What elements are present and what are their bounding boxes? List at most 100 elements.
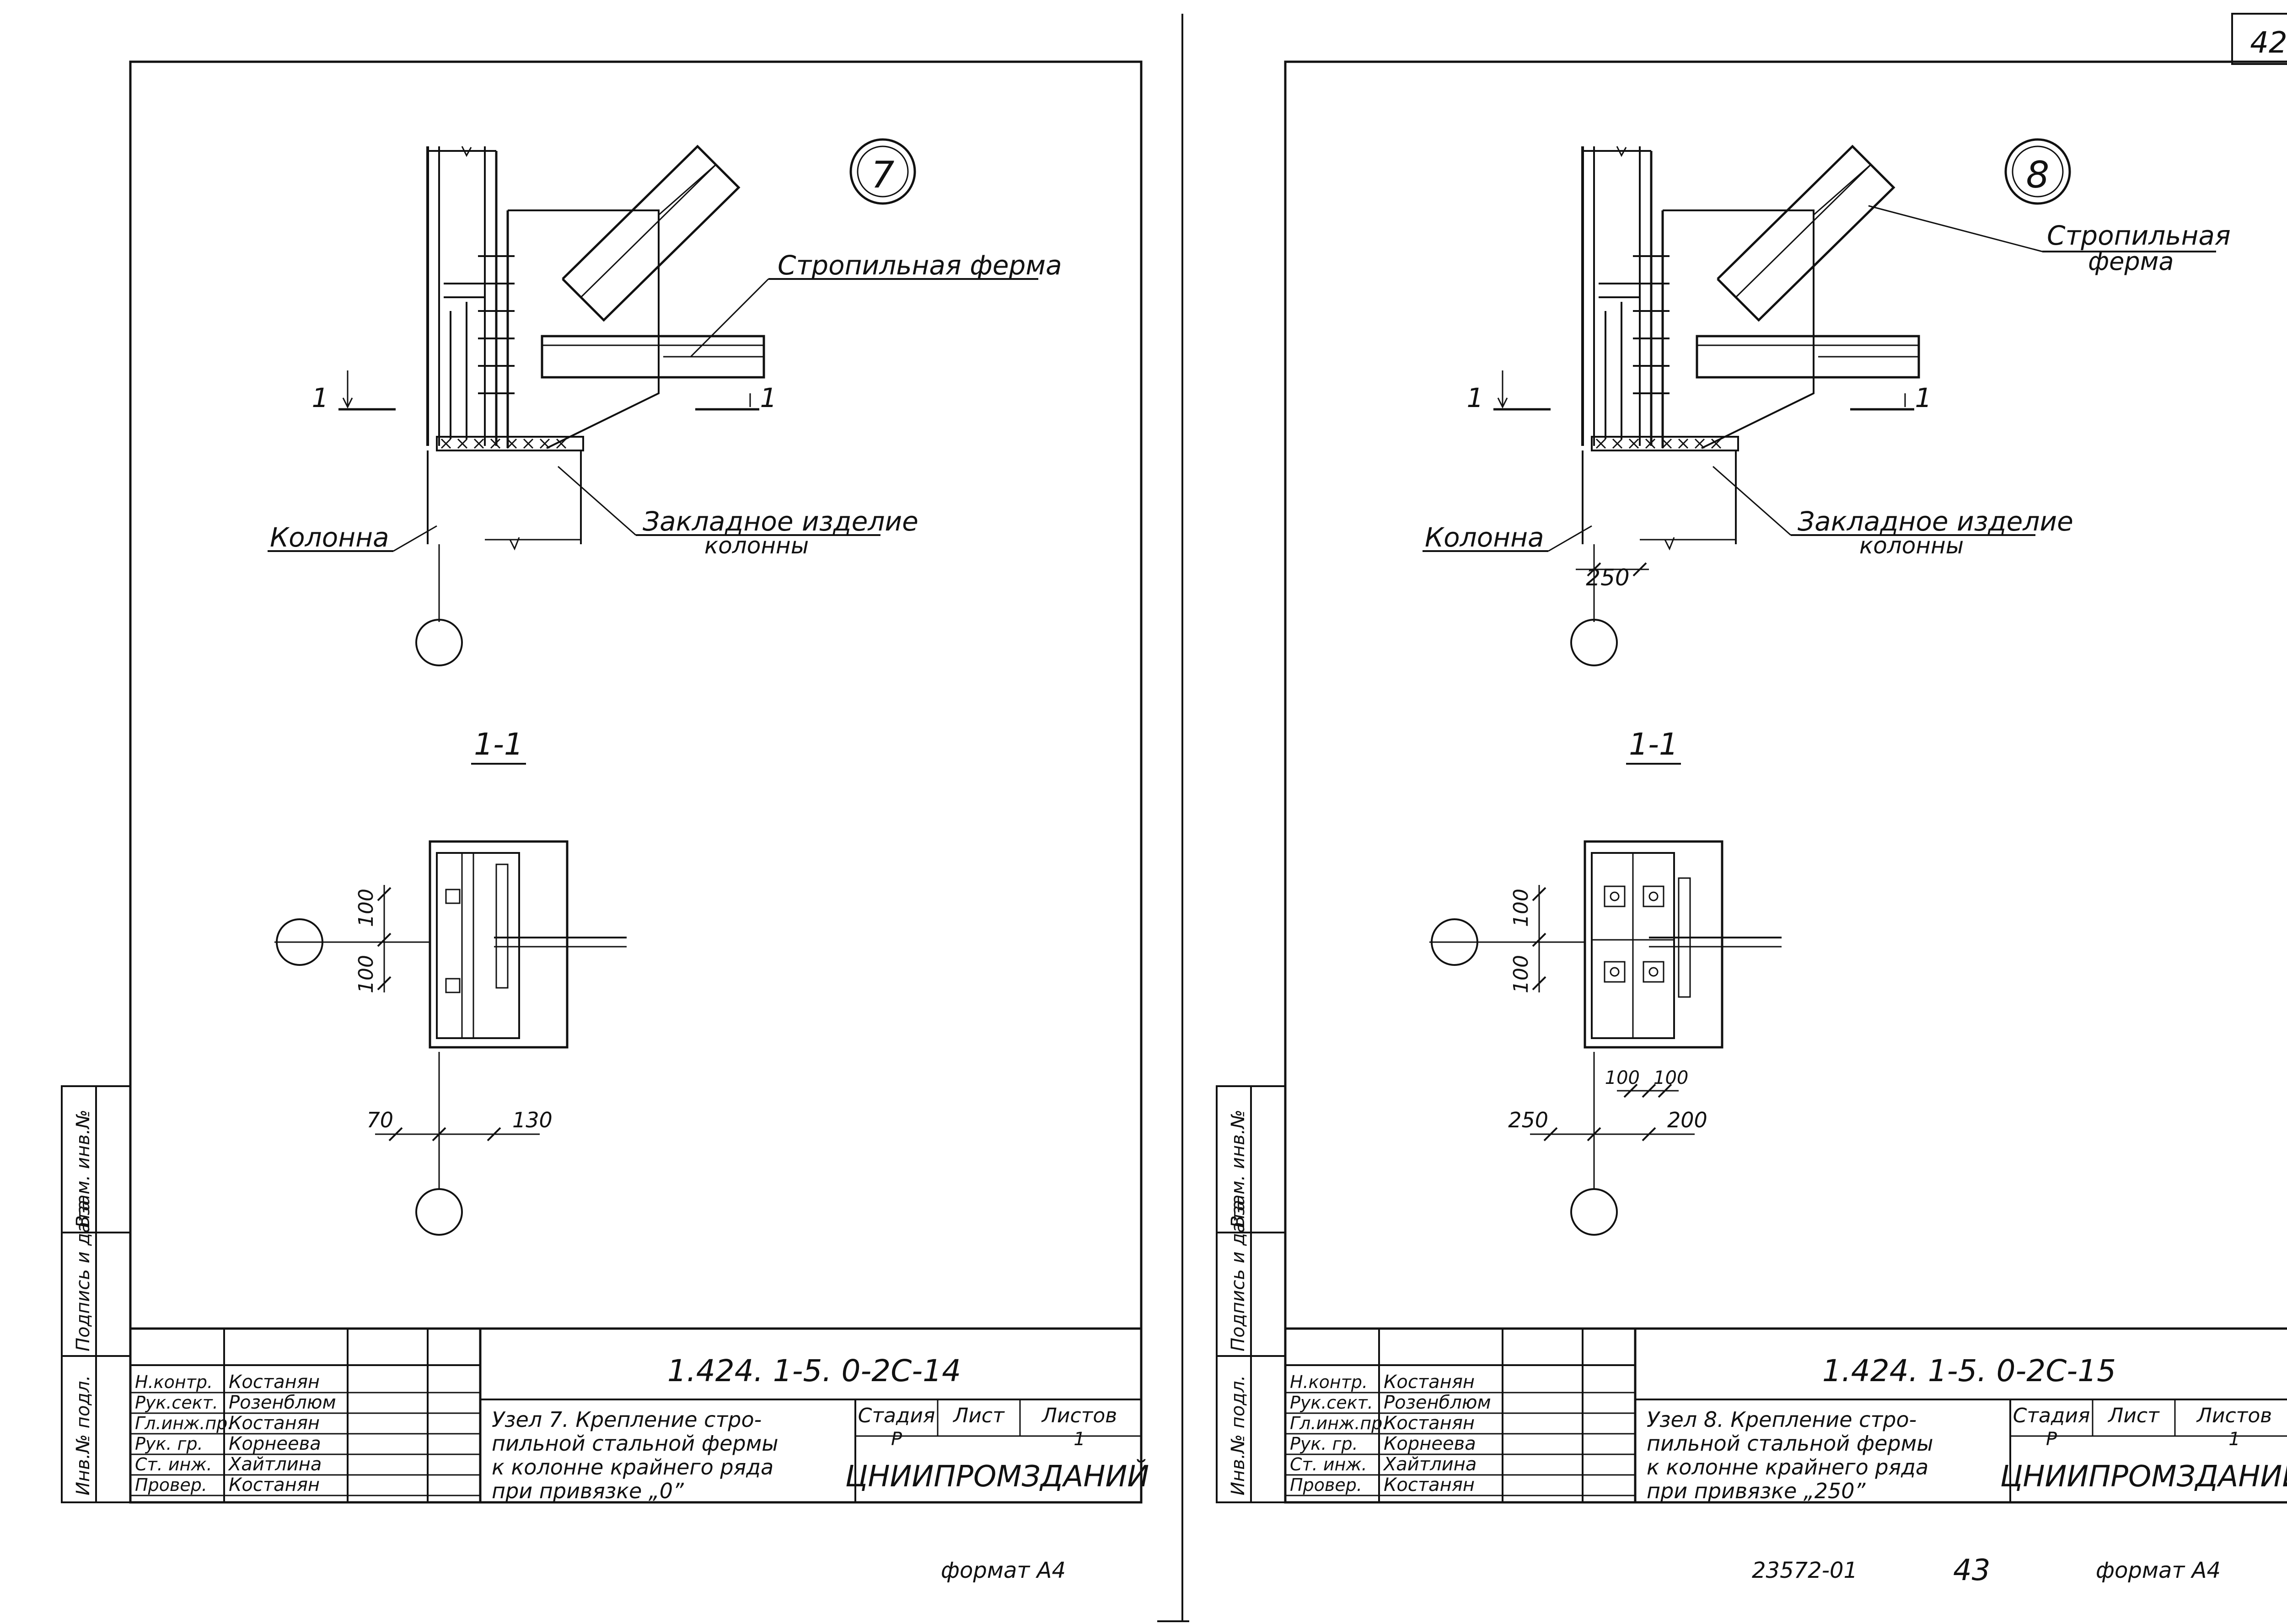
plan-bolt xyxy=(1604,961,1626,983)
dimension-tick xyxy=(377,933,392,947)
stamp-inv-no: Инв.№ подл. xyxy=(1228,1375,1249,1495)
plan-bolt xyxy=(445,889,461,904)
axis-bubble xyxy=(276,918,323,966)
weld-x xyxy=(490,438,501,449)
name-label: Хайтлина xyxy=(1383,1454,1476,1475)
axis-bubble xyxy=(415,619,463,666)
title-line: Узел 7. Крепление стро- xyxy=(492,1407,762,1432)
node-number: 7 xyxy=(871,154,895,196)
dimension-tick xyxy=(1658,1083,1672,1098)
role-label: Рук.сект. xyxy=(1290,1393,1373,1413)
role-label: Рук. гр. xyxy=(135,1434,203,1454)
section-arrow-head xyxy=(342,397,353,409)
diagonal-centre xyxy=(1735,164,1872,298)
gusset-outline xyxy=(1663,209,1815,449)
sheet-header: Лист xyxy=(952,1404,1005,1427)
plan-bolt-hole xyxy=(1648,891,1659,901)
diagonal-member xyxy=(562,145,741,322)
diagonal-centre xyxy=(580,164,717,298)
name-label: Костанян xyxy=(1384,1372,1475,1393)
name-label: Розенблюм xyxy=(229,1392,336,1413)
break-mark xyxy=(509,537,520,551)
weld-x xyxy=(1595,438,1606,449)
node-circle-inner xyxy=(2012,145,2064,198)
role-label: Ст. инж. xyxy=(135,1454,212,1474)
role-label: Гл.инж.пр. xyxy=(1290,1413,1388,1433)
dimension-tick xyxy=(1642,1127,1656,1142)
role-label: Рук.сект. xyxy=(135,1393,218,1413)
break-mark xyxy=(1616,146,1627,157)
dim-inner-left: 100 xyxy=(1605,1067,1640,1088)
stamp-replace-inv: Взам. инв.№ xyxy=(73,1109,94,1228)
stamp-signature-date: Подпись и дата xyxy=(73,1200,94,1351)
format-label: формат А4 xyxy=(2096,1558,2221,1583)
dimension-tick xyxy=(1642,1083,1656,1098)
axis-bubble xyxy=(1570,619,1618,666)
name-label: Корнеева xyxy=(229,1433,321,1454)
rafter-truss-label: Стропильная ферма xyxy=(778,250,1062,281)
plan-bolt-hole xyxy=(1610,891,1620,901)
stage-header: Стадия xyxy=(2013,1404,2090,1427)
title-block: 1.424. 1-5. 0-2С-14Н.контр.КостанянРук.с… xyxy=(129,1327,1149,1504)
axis-bubble xyxy=(1570,1188,1618,1236)
organization: ЦНИИПРОМЗДАНИЙ xyxy=(2000,1459,2287,1494)
sheets-value: 1 xyxy=(2228,1429,2240,1450)
plan-bolt-hole xyxy=(1648,967,1659,977)
sheets-value: 1 xyxy=(1074,1429,1085,1450)
dim-100-bottom: 100 xyxy=(1509,955,1533,993)
role-label: Провер. xyxy=(1290,1475,1362,1495)
title-line: при привязке „250” xyxy=(1647,1479,1866,1503)
section-arrow-head xyxy=(1497,397,1508,409)
name-label: Костанян xyxy=(229,1372,320,1393)
plan-web xyxy=(495,863,509,989)
title-line: пильной стальной фермы xyxy=(1647,1431,1933,1456)
axis-bubble xyxy=(1431,918,1478,966)
node-circle xyxy=(849,138,916,205)
leader xyxy=(393,525,437,552)
title-line: пильной стальной фермы xyxy=(492,1431,778,1456)
dimension-tick xyxy=(377,887,392,901)
diagonal-axis xyxy=(1813,164,1871,216)
leader xyxy=(690,278,769,358)
role-label: Н.контр. xyxy=(1290,1372,1368,1392)
stage-value: Р xyxy=(2046,1429,2057,1450)
role-label: Рук. гр. xyxy=(1290,1434,1358,1454)
weld-x xyxy=(1694,438,1705,449)
base-plate xyxy=(1591,436,1739,451)
title-line: к колонне крайнего ряда xyxy=(492,1455,773,1479)
weld-x xyxy=(506,438,517,449)
plan-bolt xyxy=(445,978,461,993)
column-label: Колонна xyxy=(270,522,389,553)
node-circle xyxy=(2004,138,2071,205)
format-label: формат А4 xyxy=(941,1558,1066,1583)
dimension-tick xyxy=(1632,562,1647,577)
bottom-code: 23572-01 xyxy=(1752,1558,1858,1583)
section-mark-left: 1 xyxy=(1467,382,1484,413)
weld-x xyxy=(556,438,567,449)
dim-inner-right: 100 xyxy=(1654,1067,1688,1088)
dimension-tick xyxy=(1532,976,1546,991)
plan-bolt-hole xyxy=(1610,967,1620,977)
name-label: Хайтлина xyxy=(228,1454,322,1475)
bottom-page-number: 43 xyxy=(1953,1554,1990,1587)
weld-x xyxy=(1612,438,1623,449)
embedded-label-line2: колонны xyxy=(1859,532,1964,559)
column-label: Колонна xyxy=(1425,522,1544,553)
title-block: 1.424. 1-5. 0-2С-15Н.контр.КостанянРук.с… xyxy=(1284,1327,2287,1504)
name-label: Корнеева xyxy=(1384,1433,1476,1454)
organization: ЦНИИПРОМЗДАНИЙ xyxy=(845,1459,1149,1494)
weld-x xyxy=(1711,438,1722,449)
leader xyxy=(558,466,636,536)
name-label: Костанян xyxy=(1384,1474,1475,1495)
name-label: Костанян xyxy=(229,1474,320,1495)
stamp-signature-date: Подпись и дата xyxy=(1228,1200,1249,1351)
dimension-tick xyxy=(1543,1127,1558,1142)
name-label: Костанян xyxy=(229,1413,320,1434)
dimension-tick xyxy=(1587,562,1601,577)
stamp-inv-no: Инв.№ подл. xyxy=(73,1375,94,1495)
rafter-truss-label-line1: Стропильная xyxy=(2047,220,2231,251)
stage-header: Стадия xyxy=(858,1404,935,1427)
